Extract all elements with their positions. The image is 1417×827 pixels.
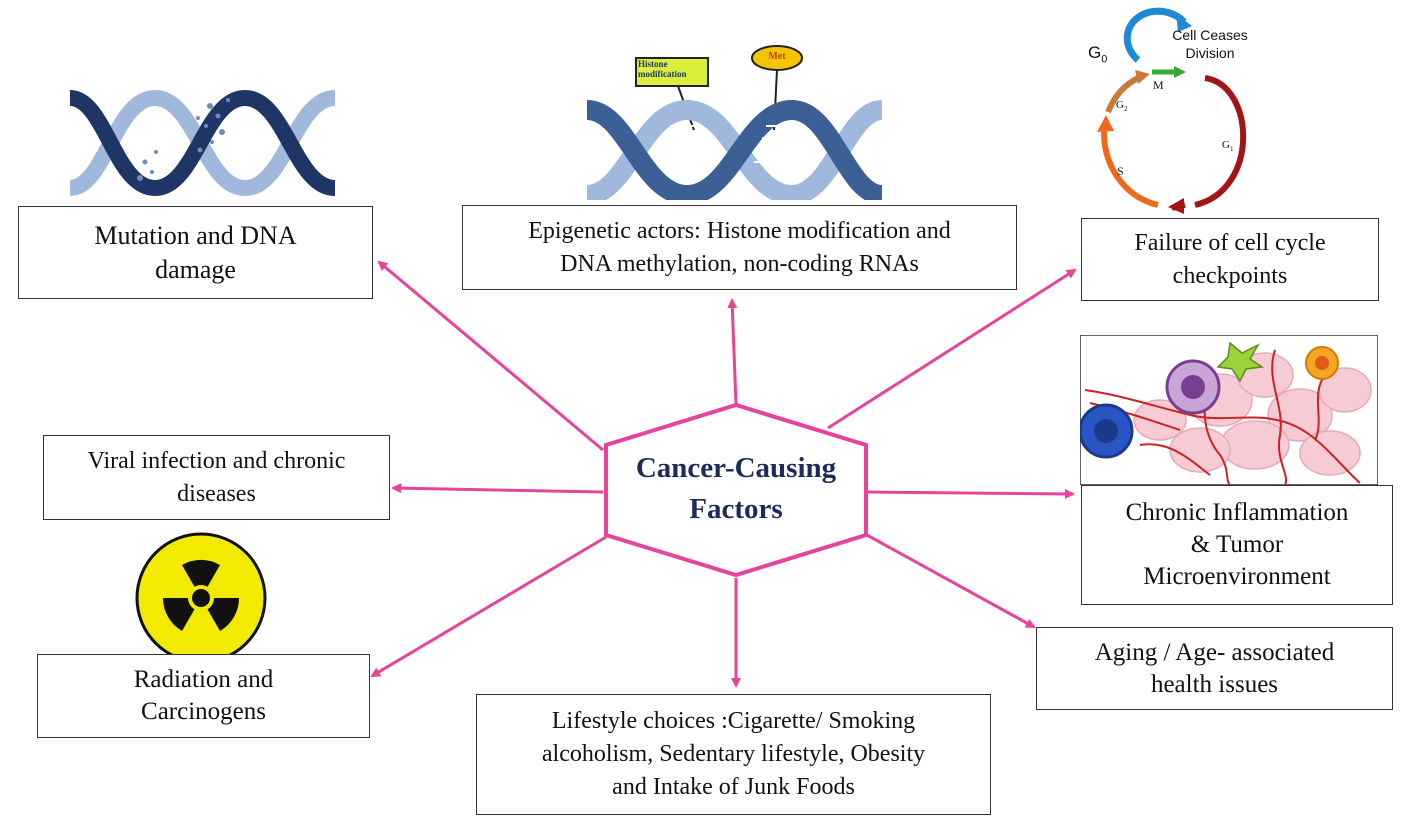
lifestyle-line2: alcoholism, Sedentary lifestyle, Obesity [541, 741, 926, 767]
box-radiation: Radiation and Carcinogens [37, 654, 370, 738]
g0-label: G0 [1088, 43, 1108, 66]
g1-phase-label: G1 [1222, 139, 1234, 154]
mutation-line2: damage [155, 254, 236, 284]
cell-cycle-icon [1097, 7, 1247, 214]
center-title-line1: Cancer-Causing [635, 452, 837, 484]
box-mutation: Mutation and DNA damage [18, 206, 373, 299]
box-inflammation: Chronic Inflammation & Tumor Microenviro… [1081, 485, 1393, 605]
inflammation-line1: Chronic Inflammation [1125, 499, 1349, 526]
cell-ceases-line1: Cell Ceases [1172, 27, 1248, 43]
g2-phase-label: G2 [1116, 99, 1128, 114]
lifestyle-line1: Lifestyle choices :Cigarette/ Smoking [551, 708, 916, 734]
aging-line2: health issues [1150, 670, 1279, 698]
viral-line2: diseases [177, 480, 256, 507]
met-tag: Met [768, 51, 786, 62]
cell-ceases-line2: Division [1185, 45, 1235, 61]
box-viral: Viral infection and chronic diseases [43, 435, 390, 520]
arrow-viral [391, 483, 604, 494]
inflammation-line3: Microenvironment [1143, 563, 1331, 590]
epigenetic-line1: Epigenetic actors: Histone modification … [528, 217, 951, 244]
box-cell-cycle: Failure of cell cycle checkpoints [1081, 218, 1379, 301]
radiation-line2: Carcinogens [141, 698, 266, 725]
box-aging: Aging / Age- associated health issues [1036, 627, 1393, 710]
box-lifestyle: Lifestyle choices :Cigarette/ Smoking al… [476, 694, 991, 815]
m-phase-label: M [1153, 78, 1164, 92]
aging-line1: Aging / Age- associated [1094, 638, 1335, 666]
radiation-icon [135, 532, 267, 664]
epigenetic-line2: DNA methylation, non-coding RNAs [560, 250, 919, 277]
box-epigenetic: Epigenetic actors: Histone modification … [462, 205, 1017, 290]
s-phase-label: S [1117, 164, 1124, 178]
center-title-line2: Factors [689, 493, 783, 525]
arrow-aging [864, 532, 1036, 629]
viral-line1: Viral infection and chronic [87, 447, 346, 474]
lifestyle-line3: and Intake of Junk Foods [612, 774, 855, 800]
histone-tag-line1: Histone [638, 59, 668, 69]
cell-cycle-line2: checkpoints [1172, 262, 1288, 289]
histone-tag-line2: modification [638, 69, 687, 79]
arrow-radiation [370, 535, 607, 678]
cell-ceases-label: Cell Ceases Division [1155, 26, 1265, 62]
arrow-mutation [377, 260, 604, 452]
center-hexagon [604, 402, 868, 578]
tumor-microenvironment-icon [1080, 335, 1378, 485]
arrow-cell-cycle [827, 268, 1077, 430]
radiation-line1: Radiation and [133, 666, 274, 693]
inflammation-line2: & Tumor [1190, 531, 1284, 558]
dna-epigenetic-icon [585, 45, 884, 200]
cell-cycle-line1: Failure of cell cycle [1134, 229, 1326, 256]
arrow-inflammation [867, 488, 1075, 499]
mutation-line1: Mutation and DNA [94, 220, 297, 250]
dna-damage-icon [68, 89, 337, 197]
histone-tag: Histone modification [638, 59, 708, 79]
center-label: Cancer-Causing Factors [605, 448, 867, 530]
arrow-epigenetic [727, 298, 738, 405]
